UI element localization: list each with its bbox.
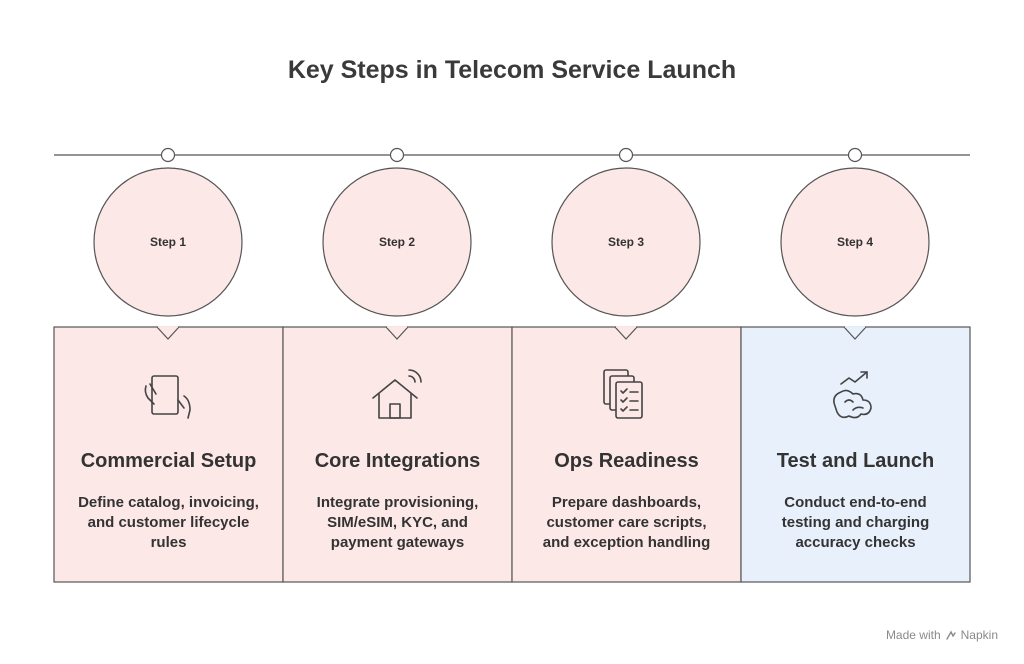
card-description-line: rules bbox=[150, 534, 187, 551]
step-label-2: Step 2 bbox=[378, 235, 415, 249]
timeline-dot-1 bbox=[160, 147, 176, 163]
step-label-1: Step 1 bbox=[149, 235, 186, 249]
card-notch-2 bbox=[385, 326, 409, 340]
card-notch-3 bbox=[614, 326, 638, 340]
card-description-line: SIM/eSIM, KYC, and bbox=[327, 514, 468, 531]
card-description-line: Prepare dashboards, bbox=[551, 494, 702, 511]
card-description-line: testing and charging bbox=[781, 514, 930, 531]
card-title-4: Test and Launch bbox=[776, 450, 935, 472]
trend-brain-icon bbox=[833, 371, 872, 419]
tablet-hands-icon bbox=[144, 375, 191, 419]
watermark-prefix: Made with bbox=[885, 628, 941, 642]
card-description-2: Integrate provisioning, SIM/eSIM, KYC, a… bbox=[283, 493, 512, 553]
checklist-stack-icon bbox=[603, 369, 643, 419]
card-background-4 bbox=[740, 326, 971, 583]
card-notch-4 bbox=[843, 326, 867, 340]
card-title-3: Ops Readiness bbox=[554, 450, 699, 472]
step-circle-4 bbox=[780, 167, 930, 317]
timeline-dot-2 bbox=[389, 147, 405, 163]
watermark-brand: Napkin bbox=[960, 628, 998, 642]
napkin-logo-icon bbox=[945, 630, 956, 640]
diagram-title: Key Steps in Telecom Service Launch bbox=[287, 56, 737, 84]
step-circle-2 bbox=[322, 167, 472, 317]
card-description-4: Conduct end-to-end testing and charging … bbox=[741, 493, 970, 553]
card-title-1: Commercial Setup bbox=[80, 450, 257, 472]
step-circle-3 bbox=[551, 167, 701, 317]
step-label-4: Step 4 bbox=[836, 235, 873, 249]
card-description-line: Define catalog, invoicing, bbox=[78, 494, 259, 511]
step-circle-1 bbox=[93, 167, 243, 317]
smart-home-icon bbox=[372, 369, 422, 419]
card-description-line: Conduct end-to-end bbox=[784, 494, 927, 511]
timeline-dot-3 bbox=[618, 147, 634, 163]
napkin-watermark[interactable]: Made with Napkin bbox=[886, 628, 998, 642]
card-description-3: Prepare dashboards, customer care script… bbox=[512, 493, 741, 553]
card-notch-1 bbox=[156, 326, 180, 340]
card-description-line: and exception handling bbox=[542, 534, 711, 551]
card-background-2 bbox=[282, 326, 513, 583]
card-description-1: Define catalog, invoicing, and customer … bbox=[54, 493, 283, 553]
card-description-line: and customer lifecycle bbox=[87, 514, 250, 531]
card-description-line: payment gateways bbox=[330, 534, 465, 551]
card-background-1 bbox=[53, 326, 284, 583]
card-description-line: customer care scripts, bbox=[546, 514, 707, 531]
timeline-dot-4 bbox=[847, 147, 863, 163]
card-description-line: Integrate provisioning, bbox=[316, 494, 479, 511]
step-label-3: Step 3 bbox=[607, 235, 644, 249]
card-description-line: accuracy checks bbox=[795, 534, 916, 551]
card-title-2: Core Integrations bbox=[314, 450, 481, 472]
